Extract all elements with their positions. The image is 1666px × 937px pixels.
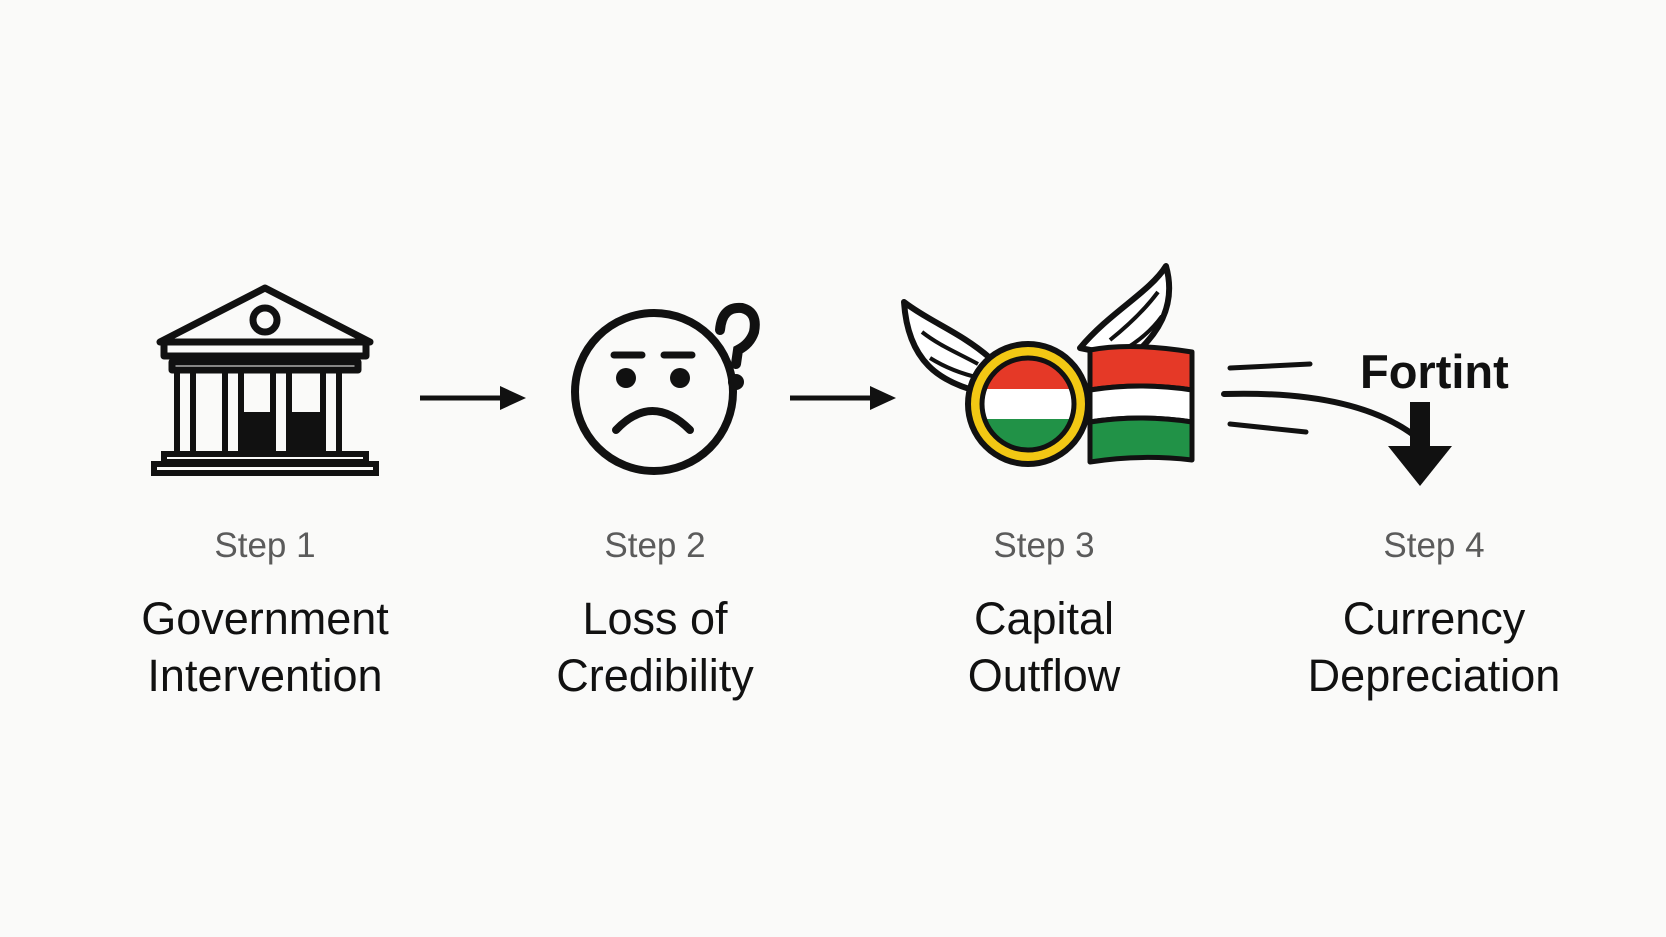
step-title-line1: Currency: [1342, 593, 1526, 644]
arrow-right-icon: [790, 386, 896, 410]
step-number: Step 3: [993, 526, 1095, 565]
currency-name-label: Fortint: [1360, 345, 1509, 398]
step-2: Step 2 Loss of Credibility: [485, 526, 825, 704]
step-number: Step 4: [1383, 526, 1485, 565]
step-1: Step 1 Government Intervention: [95, 526, 435, 704]
step-title-line2: Depreciation: [1307, 650, 1561, 701]
step-title-line2: Credibility: [556, 650, 754, 701]
step-number: Step 2: [604, 526, 706, 565]
step-title-line1: Capital: [973, 593, 1115, 644]
step-4: Step 4 Currency Depreciation: [1264, 526, 1604, 704]
worried-face-question-icon: [571, 302, 760, 475]
step-title-line1: Loss of: [582, 593, 728, 644]
step-title-line2: Outflow: [967, 650, 1121, 701]
step-title-line2: Intervention: [147, 650, 383, 701]
step-number: Step 1: [214, 526, 316, 565]
step-title-line1: Government: [141, 593, 389, 644]
falling-arrow-icon: [1221, 361, 1452, 486]
winged-coin-flag-icon: [901, 263, 1195, 467]
step-3: Step 3 Capital Outflow: [874, 526, 1214, 704]
government-building-icon: [151, 284, 379, 476]
arrow-right-icon: [420, 386, 526, 410]
